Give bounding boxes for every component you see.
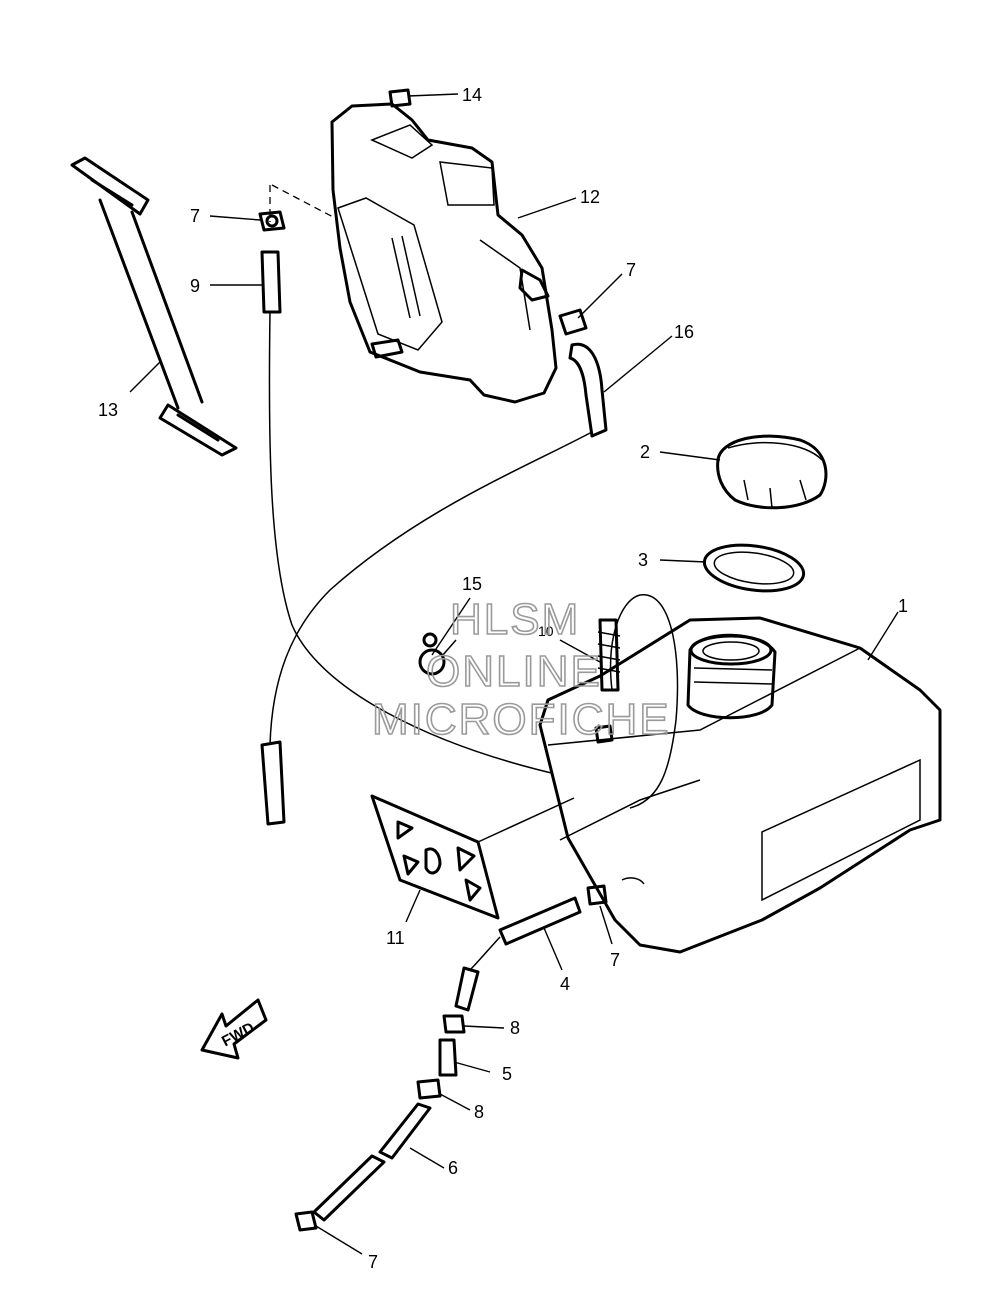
callout-6: 6 — [448, 1158, 458, 1178]
callout-11: 11 — [386, 928, 405, 948]
callout-8-upper: 8 — [510, 1018, 520, 1038]
part-11-plate — [370, 794, 500, 920]
part-2-filler-cap — [716, 434, 828, 510]
part-5-filter — [438, 1038, 458, 1077]
callout-7-right: 7 — [626, 260, 636, 280]
part-8-clip-upper — [442, 1014, 466, 1034]
part-13-strap — [70, 156, 238, 457]
callout-14: 14 — [462, 85, 482, 105]
callout-13: 13 — [98, 400, 118, 420]
leader-lines — [129, 93, 899, 1255]
callout-7-top: 7 — [190, 206, 200, 226]
watermark-line-2: ONLINE — [426, 647, 602, 696]
part-7-clip-top — [258, 210, 286, 232]
watermark-line-3: MICROFICHE — [372, 695, 671, 744]
part-7-clip-tank — [586, 884, 608, 906]
part-9-hose — [260, 250, 282, 314]
callout-16: 16 — [674, 322, 694, 342]
breather-line-2 — [269, 431, 593, 746]
callout-12: 12 — [580, 187, 600, 207]
part-6-hose — [312, 1102, 432, 1222]
part-7-clip-right — [558, 308, 588, 336]
part-3-gasket — [702, 543, 806, 593]
callout-7-tank: 7 — [610, 950, 620, 970]
part-14-cap — [388, 88, 412, 108]
callout-5: 5 — [502, 1064, 512, 1084]
watermark-line-1: HLSM — [450, 595, 580, 644]
callout-2: 2 — [640, 442, 650, 462]
breather-hose-lower — [260, 740, 286, 826]
hose-link — [469, 936, 501, 971]
callout-8-lower: 8 — [474, 1102, 484, 1122]
callout-10: 10 — [538, 623, 554, 639]
part-16-hose — [568, 342, 608, 438]
part-12-tank — [330, 102, 558, 404]
plate-link-line — [477, 797, 575, 843]
part-15-clamp — [418, 632, 457, 676]
part-1-fuel-tank — [538, 616, 942, 954]
part-8-clip-lower — [416, 1078, 442, 1100]
breather-line — [268, 311, 631, 793]
callout-15: 15 — [462, 574, 482, 594]
part-10-vent — [597, 594, 679, 809]
callout-3: 3 — [638, 550, 648, 570]
part-7-clip-bottom — [294, 1210, 318, 1232]
callouts: 14 12 7 9 7 16 13 2 3 15 1 10 11 4 7 8 5… — [98, 85, 908, 1272]
callout-9: 9 — [190, 276, 200, 296]
part-4-hose — [498, 896, 582, 946]
hose-short — [454, 966, 480, 1012]
watermark: HLSM ONLINE MICROFICHE — [371, 594, 671, 745]
callout-4: 4 — [560, 974, 570, 994]
callout-1: 1 — [898, 596, 908, 616]
callout-7-bottom: 7 — [368, 1252, 378, 1272]
fwd-arrow-icon: FWD — [200, 998, 268, 1060]
